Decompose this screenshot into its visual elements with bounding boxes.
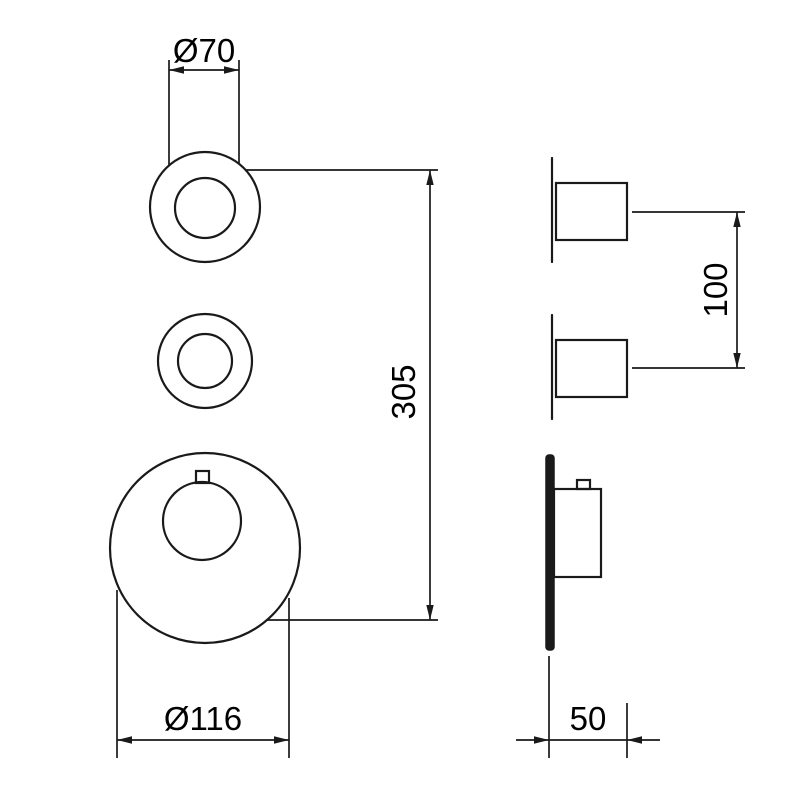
dimension-handle-spacing: 100 [632, 211, 745, 369]
dimension-top-diameter: Ø70 [168, 32, 240, 165]
arrowhead-left [117, 736, 132, 744]
thermostat-plate-side [545, 454, 555, 651]
dimension-label-depth: 50 [570, 700, 607, 737]
dimension-label-handle-spacing: 100 [697, 262, 734, 317]
thermostat-tab-side [575, 478, 592, 491]
arrowhead-up [426, 170, 434, 185]
arrowhead-right [224, 66, 239, 74]
thermostat-handle-tab [194, 469, 211, 485]
middle-knob-body-side [554, 338, 629, 399]
middle-knob-inner-circle [176, 332, 234, 390]
dimension-bottom-diameter: Ø116 [116, 590, 290, 758]
dimension-label-bottom-diameter: Ø116 [164, 700, 242, 737]
dimension-depth: 50 [516, 656, 660, 758]
thermostat-plate-circle [108, 451, 302, 645]
arrowhead-inward-right [534, 736, 549, 744]
top-knob-body-side [554, 181, 629, 242]
dimension-label-overall-height: 305 [385, 364, 422, 419]
dimension-overall-height: 305 [246, 169, 438, 621]
arrowhead-right [274, 736, 289, 744]
arrowhead-down [733, 353, 741, 368]
front-view [108, 150, 302, 645]
arrowhead-inward-left [627, 736, 642, 744]
arrowhead-left [169, 66, 184, 74]
top-knob-outer-circle [148, 150, 262, 264]
arrowhead-down [426, 605, 434, 620]
arrowhead-up [733, 212, 741, 227]
top-knob-inner-circle [173, 176, 237, 240]
dimension-label-top-diameter: Ø70 [173, 32, 235, 69]
thermostat-body-side [552, 487, 603, 579]
side-view [545, 156, 629, 651]
thermostat-handle-circle [161, 480, 243, 562]
middle-knob-outer-circle [156, 312, 254, 410]
